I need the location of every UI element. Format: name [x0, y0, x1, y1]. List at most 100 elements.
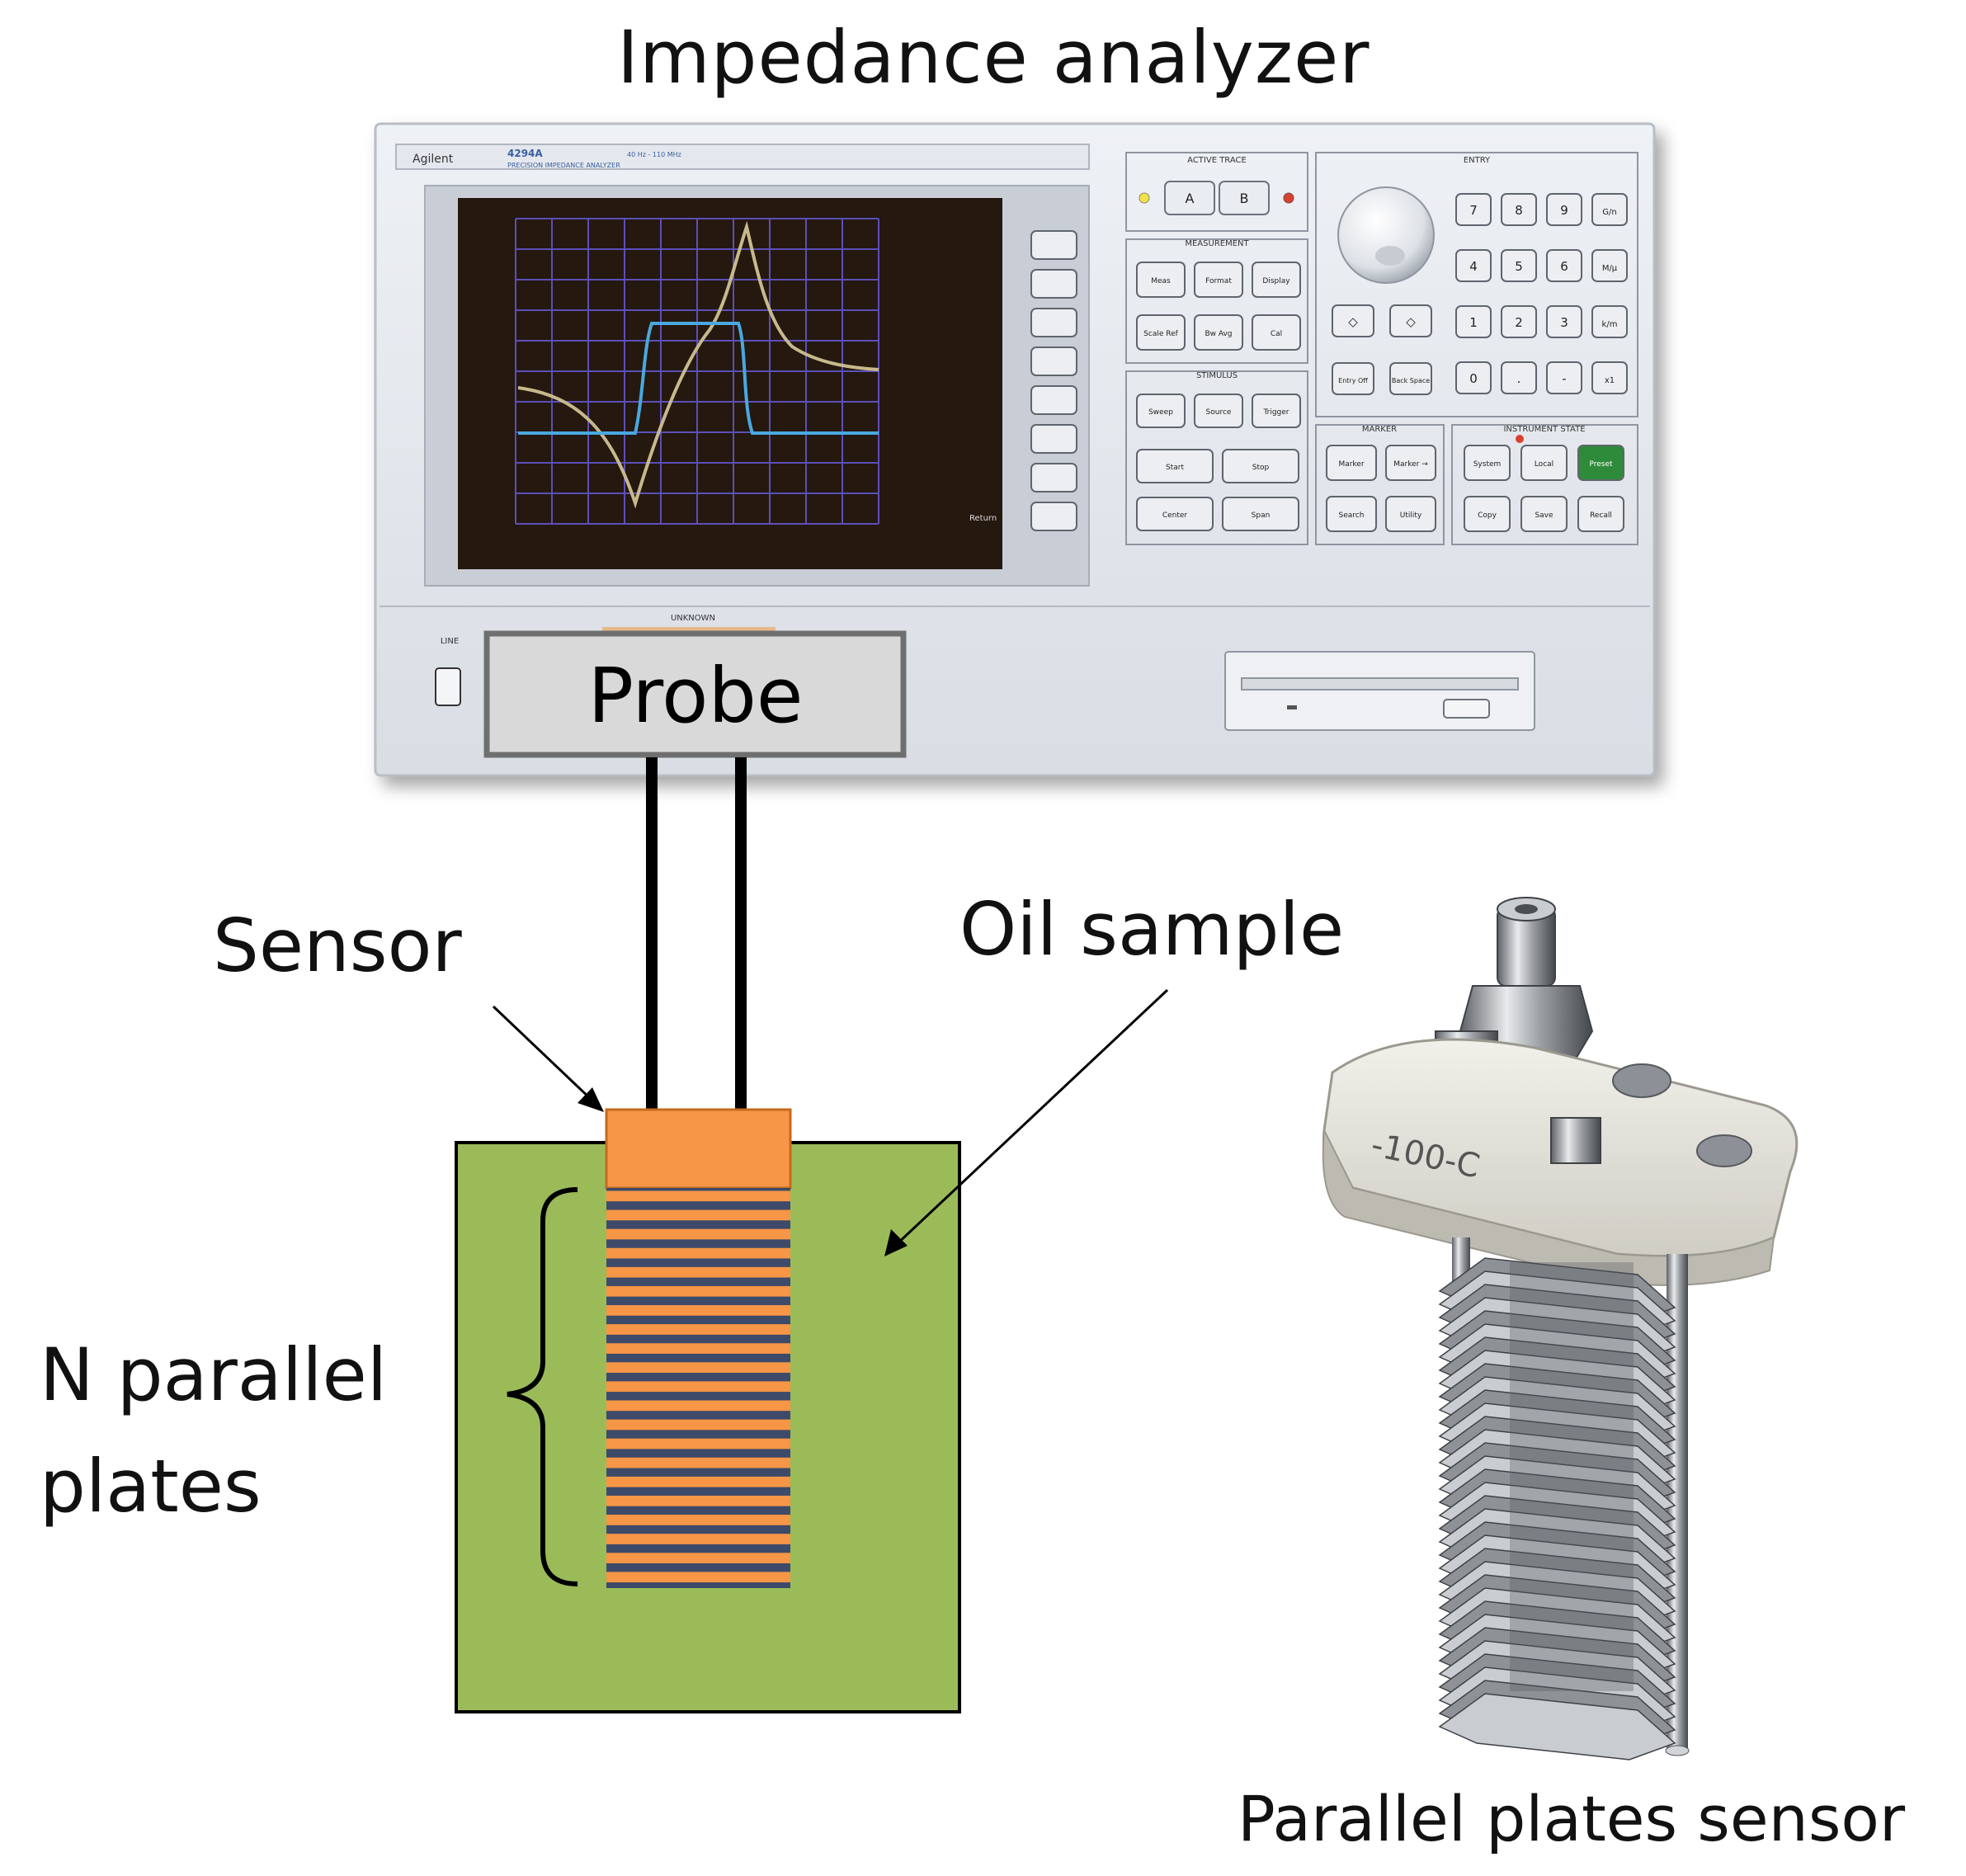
screen-softkey[interactable]	[1030, 346, 1077, 376]
step-key[interactable]	[1332, 304, 1374, 337]
marker-button[interactable]	[1385, 496, 1436, 532]
marker-button-label: Marker	[1338, 460, 1364, 469]
sensor-label: Sensor	[213, 903, 462, 988]
sensor-pointer-line	[492, 1005, 594, 1102]
sensor-plate	[606, 1419, 790, 1431]
diagram-title: Impedance analyzer	[617, 15, 1370, 100]
screen-softkey[interactable]	[1030, 424, 1077, 454]
measurement-button[interactable]	[1136, 314, 1186, 351]
keypad-key[interactable]	[1546, 249, 1582, 282]
keypad-key[interactable]	[1501, 249, 1537, 282]
oil-pointer-arrowhead	[884, 1229, 908, 1256]
keypad-key[interactable]	[1455, 193, 1492, 226]
measurement-section	[1125, 238, 1308, 364]
stimulus-button-label: Trigger	[1262, 408, 1289, 417]
screen-softkey[interactable]	[1030, 269, 1077, 299]
state-button[interactable]	[1464, 496, 1511, 532]
sensor-plate	[606, 1266, 790, 1278]
sensor-plate	[606, 1209, 790, 1221]
probe-label: Probe	[588, 652, 804, 740]
keypad-key[interactable]	[1591, 249, 1628, 282]
state-button[interactable]	[1577, 496, 1624, 532]
analyzer-screen	[458, 198, 1002, 569]
measurement-button[interactable]	[1194, 262, 1243, 298]
measurement-button[interactable]	[1194, 314, 1243, 351]
sensor-plate	[606, 1572, 790, 1583]
entry-key[interactable]	[1389, 362, 1432, 395]
sensor-plate-shadow	[1510, 1262, 1634, 1691]
keypad-key[interactable]	[1501, 305, 1537, 338]
state-button[interactable]	[1520, 496, 1568, 532]
trace-a-led	[1139, 192, 1150, 204]
keypad-key[interactable]	[1501, 193, 1537, 226]
measurement-button[interactable]	[1136, 262, 1186, 298]
keypad-key[interactable]	[1501, 361, 1537, 394]
screen-softkey[interactable]	[1030, 230, 1077, 260]
keypad-key[interactable]	[1546, 305, 1582, 338]
probe-box	[483, 630, 907, 758]
stimulus-button[interactable]	[1136, 394, 1186, 428]
stimulus-button[interactable]	[1136, 497, 1214, 531]
sensor-screw-2	[1696, 1134, 1752, 1167]
keypad-key[interactable]	[1546, 361, 1582, 394]
state-button-label: System	[1473, 460, 1502, 469]
marker-button[interactable]	[1326, 496, 1377, 532]
stimulus-button[interactable]	[1136, 449, 1214, 483]
entry-section	[1315, 152, 1638, 417]
keypad-key-label: 1	[1469, 315, 1478, 330]
line-switch-label: LINE	[441, 637, 459, 646]
marker-button[interactable]	[1385, 445, 1436, 481]
marker-button[interactable]	[1326, 445, 1377, 481]
step-key-glyph: ◇	[1406, 314, 1416, 329]
measurement-button-label: Format	[1205, 277, 1232, 285]
sensor-plate	[606, 1247, 790, 1259]
screen-softkey[interactable]	[1030, 463, 1077, 493]
screen-softkey[interactable]	[1030, 502, 1077, 531]
entry-key-label: Back Space	[1392, 377, 1430, 384]
measurement-button[interactable]	[1252, 314, 1301, 351]
sensor-plate	[606, 1457, 790, 1468]
floppy-eject-button[interactable]	[1443, 699, 1490, 719]
trace-a-button[interactable]	[1164, 181, 1215, 215]
stimulus-button[interactable]	[1194, 394, 1243, 428]
trace-b-button[interactable]	[1219, 181, 1270, 215]
stimulus-button-label: Stop	[1252, 464, 1270, 472]
active-trace-title: ACTIVE TRACE	[1187, 156, 1247, 165]
keypad-key-label: 9	[1560, 203, 1568, 218]
keypad-key[interactable]	[1455, 305, 1492, 338]
keypad-key[interactable]	[1591, 305, 1628, 338]
model-number: 4294A	[507, 148, 543, 159]
keypad-key[interactable]	[1546, 193, 1582, 226]
screen-softkey[interactable]	[1030, 385, 1077, 415]
keypad-key[interactable]	[1455, 361, 1492, 394]
keypad-key[interactable]	[1591, 361, 1628, 394]
screen-softkey[interactable]	[1030, 308, 1077, 337]
softkey-column: Return	[969, 230, 1077, 531]
sensor-plate	[606, 1305, 790, 1316]
state-button-label: Preset	[1589, 460, 1613, 469]
measurement-button[interactable]	[1252, 262, 1301, 298]
stimulus-button-label: Source	[1206, 408, 1232, 417]
floppy-slot	[1241, 677, 1519, 691]
step-key[interactable]	[1389, 304, 1432, 337]
marker-button-label: Marker →	[1393, 460, 1428, 469]
stimulus-title: STIMULUS	[1196, 371, 1238, 380]
power-switch[interactable]	[435, 667, 461, 706]
keypad-key-label: 8	[1515, 203, 1523, 218]
stimulus-button[interactable]	[1222, 497, 1299, 531]
state-button[interactable]	[1577, 445, 1624, 481]
oil-sample-label: Oil sample	[959, 887, 1345, 972]
keypad-key[interactable]	[1455, 249, 1492, 282]
state-button[interactable]	[1464, 445, 1511, 481]
keypad-key[interactable]	[1591, 193, 1628, 226]
stimulus-button[interactable]	[1222, 449, 1299, 483]
rotary-knob[interactable]	[1337, 186, 1435, 284]
stimulus-button[interactable]	[1252, 394, 1301, 428]
state-button[interactable]	[1520, 445, 1568, 481]
entry-key[interactable]	[1332, 362, 1374, 395]
floppy-drive	[1224, 651, 1535, 731]
